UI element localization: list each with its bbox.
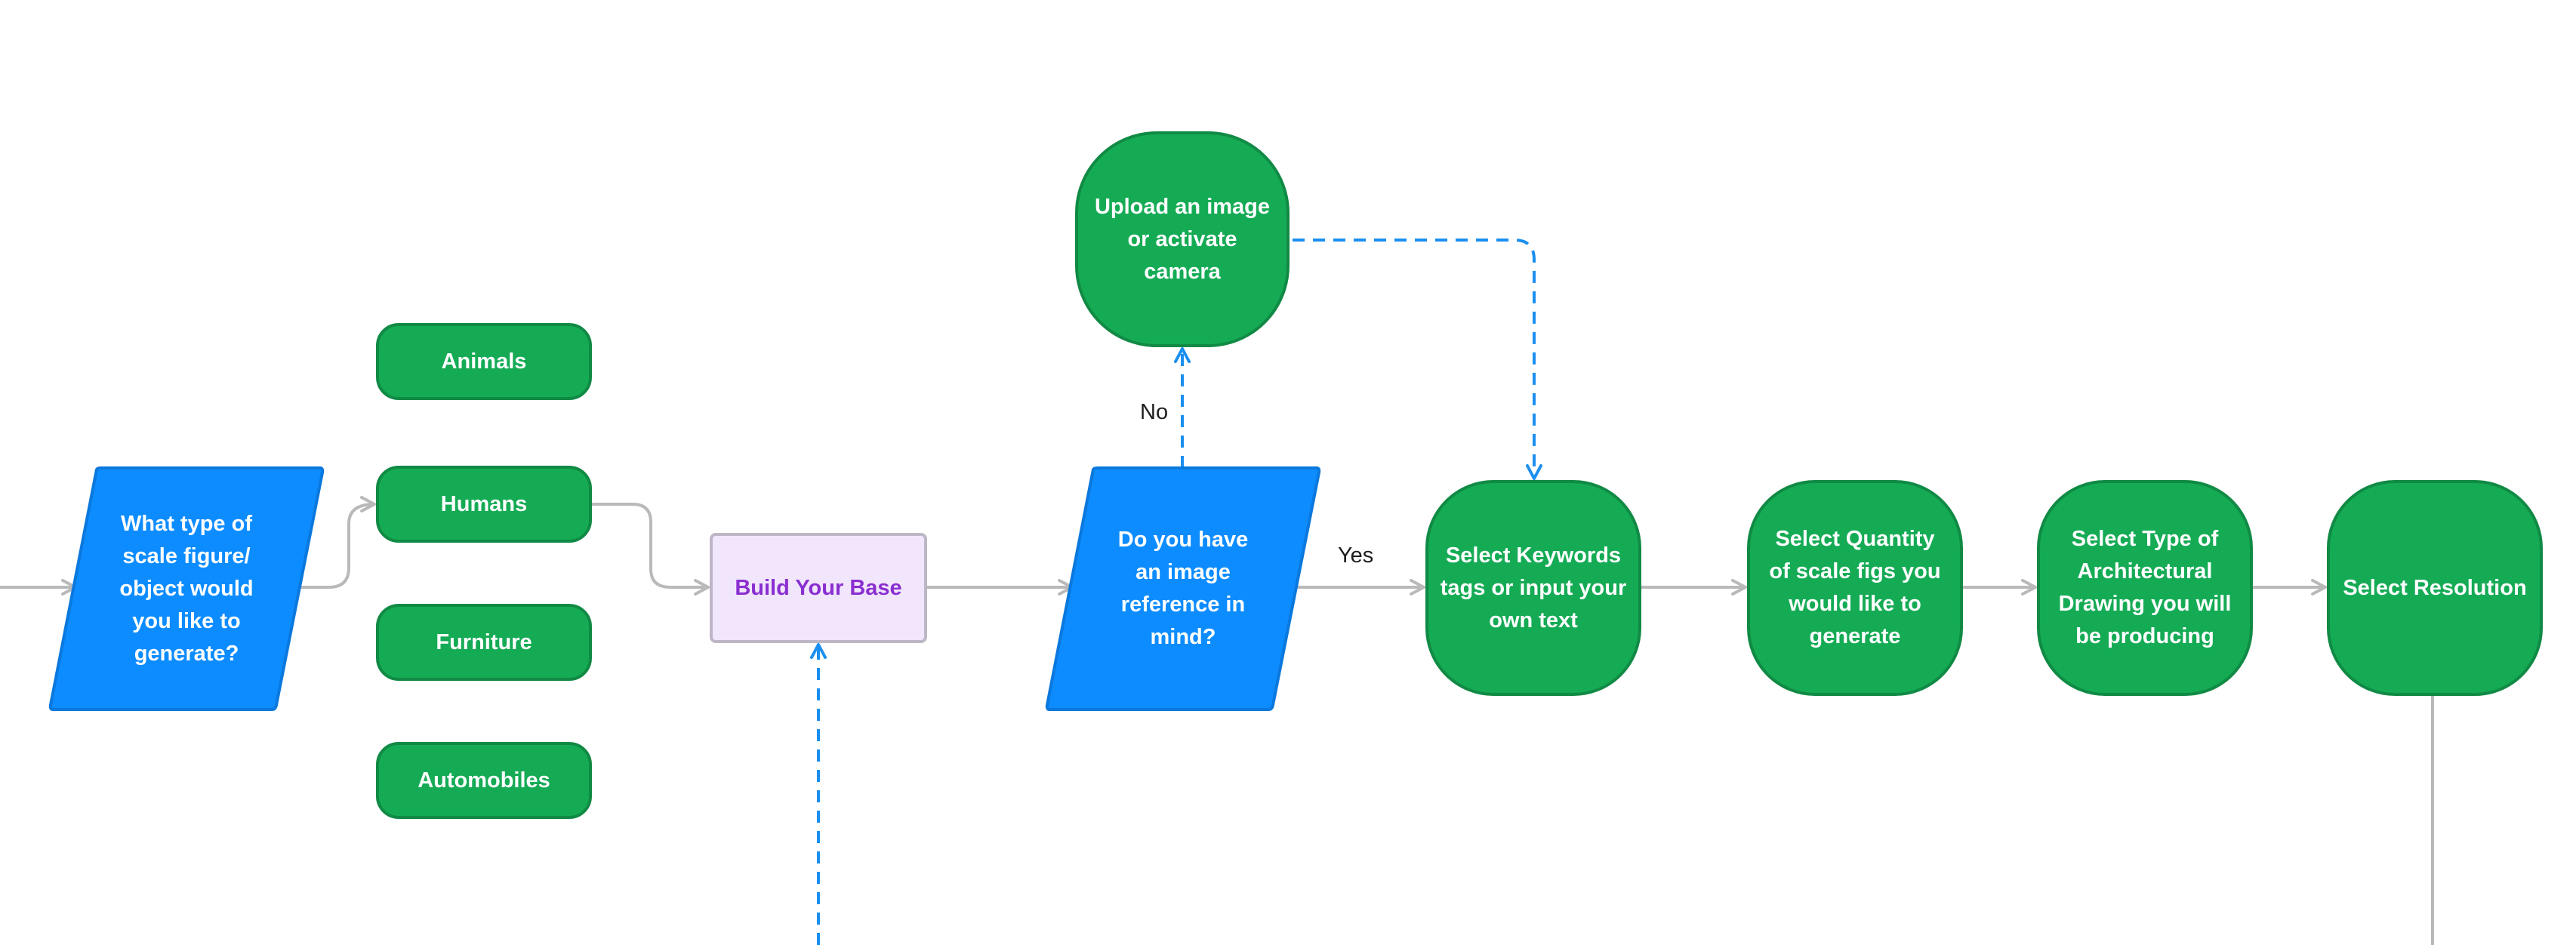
option-humans[interactable]: Humans xyxy=(376,466,592,543)
option-automobiles[interactable]: Automobiles xyxy=(376,742,592,819)
select-drawing-type-node[interactable]: Select Type of Architectural Drawing you… xyxy=(2037,480,2253,696)
select-quantity-node[interactable]: Select Quantity of scale figs you would … xyxy=(1747,480,1963,696)
build-your-base-node[interactable]: Build Your Base xyxy=(710,533,927,643)
connector-question-to-humans xyxy=(300,496,376,589)
dashed-connector-upload-to-keywords xyxy=(1293,239,1542,480)
connector-humans-to-base xyxy=(592,503,710,596)
decision-what-type-shape xyxy=(48,466,325,711)
decision-image-reference-label: Do you have an image reference in mind? xyxy=(1117,528,1249,649)
decision-image-reference-shape xyxy=(1045,466,1321,711)
decision-image-reference[interactable]: Do you have an image reference in mind? xyxy=(1045,466,1321,711)
option-furniture[interactable]: Furniture xyxy=(376,604,592,681)
upload-image-node[interactable]: Upload an image or activate camera xyxy=(1075,131,1290,347)
option-animals[interactable]: Animals xyxy=(376,323,592,400)
edge-label-yes: Yes xyxy=(1338,543,1374,568)
select-keywords-node[interactable]: Select Keywords tags or input your own t… xyxy=(1425,480,1641,696)
decision-what-type-label: What type of scale figure/ object would … xyxy=(119,511,254,666)
edge-label-no: No xyxy=(1140,400,1169,424)
select-resolution-node[interactable]: Select Resolution xyxy=(2327,480,2543,696)
decision-what-type[interactable]: What type of scale figure/ object would … xyxy=(48,466,325,711)
